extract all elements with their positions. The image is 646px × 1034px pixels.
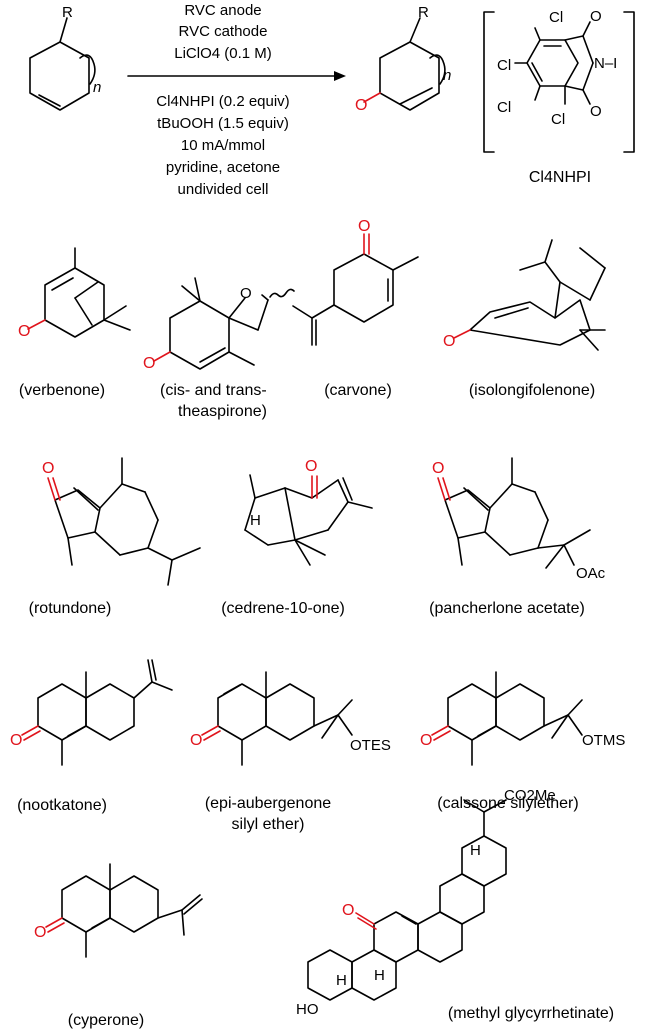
nootkatone-structure: O [10, 659, 173, 766]
product-enone: O R n [355, 4, 451, 114]
reaction-conditions-above: RVC anode RVC cathode LiClO4 (0.1 M) [174, 2, 272, 62]
catalyst-label: Cl4NHPI [529, 169, 591, 186]
pancherlone-structure: OAc O [432, 457, 606, 582]
glycyrrhetinate-h2: H [374, 967, 385, 984]
nootkatone-label: (nootkatone) [17, 797, 107, 814]
glycyrrhetinate-co2me: CO2Me [504, 787, 556, 804]
ring-index-n: n [93, 79, 101, 96]
aubergenone-label-2: silyl ether) [232, 816, 305, 833]
cyperone-label: (cyperone) [68, 1012, 144, 1029]
calssone-otms: OTMS [582, 732, 625, 749]
glycyrrhetinate-h3: H [470, 842, 481, 859]
carvone-structure: O [292, 218, 419, 346]
product-substituent-r: R [418, 4, 429, 21]
svg-text:O: O [34, 924, 46, 941]
svg-text:O: O [443, 333, 455, 350]
cedrenone-label: (cedrene-10-one) [221, 600, 345, 617]
pancherlone-oac: OAc [576, 565, 606, 582]
cl-left: Cl [497, 57, 511, 74]
condition-anode: RVC anode [184, 2, 261, 19]
glycyrrhetinate-structure: CO2Me O HO H H H [296, 787, 556, 1018]
reaction-conditions-below: Cl4NHPI (0.2 equiv) tBuOOH (1.5 equiv) 1… [156, 93, 289, 198]
isolongifolenone-label: (isolongifolenone) [469, 382, 595, 399]
condition-current: 10 mA/mmol [181, 137, 265, 154]
pancherlone-label: (pancherlone acetate) [429, 600, 585, 617]
svg-text:O: O [240, 285, 252, 302]
theaspirone-structure: O O [143, 277, 295, 372]
svg-text:O: O [432, 460, 444, 477]
condition-electrolyte: LiClO4 (0.1 M) [174, 45, 272, 62]
calssone-label: (calssone silylether) [437, 795, 578, 812]
product-ring-index-n: n [443, 67, 451, 84]
cedrenone-structure: H O [244, 458, 373, 566]
cl-top: Cl [549, 9, 563, 26]
rotundone-structure: O [42, 457, 201, 586]
verbenone-label: (verbenone) [19, 382, 105, 399]
svg-text:O: O [18, 323, 30, 340]
condition-cell: undivided cell [178, 181, 269, 198]
starting-material: R n [29, 4, 101, 111]
svg-text:H: H [250, 512, 261, 529]
substituent-r: R [62, 4, 73, 21]
svg-text:O: O [355, 97, 367, 114]
svg-text:O: O [143, 355, 155, 372]
aubergenone-label-1: (epi-aubergenone [205, 795, 331, 812]
cyperone-structure: O [34, 863, 203, 958]
cl-bottom: Cl [551, 111, 565, 128]
n-iodo: N–I [594, 55, 617, 72]
svg-text:O: O [420, 732, 432, 749]
svg-text:O: O [190, 732, 202, 749]
carvone-label: (carvone) [324, 382, 392, 399]
o-bottom: O [590, 103, 602, 120]
rotundone-label: (rotundone) [29, 600, 112, 617]
svg-text:O: O [305, 458, 317, 475]
o-top: O [590, 8, 602, 25]
aubergenone-structure: OTES O [190, 671, 391, 766]
svg-text:O: O [342, 902, 354, 919]
svg-text:O: O [42, 460, 54, 477]
calssone-structure: OTMS O [420, 671, 625, 766]
svg-text:O: O [10, 732, 22, 749]
aubergenone-otes: OTES [350, 737, 391, 754]
theaspirone-label-2: theaspirone) [178, 403, 267, 420]
condition-oxidant: tBuOOH (1.5 equiv) [157, 115, 289, 132]
condition-catalyst: Cl4NHPI (0.2 equiv) [156, 93, 289, 110]
cl-bottom-left: Cl [497, 99, 511, 116]
catalyst-structure: Cl Cl Cl Cl O O N–I Cl4NHPI [483, 8, 635, 186]
isolongifolenone-structure: O [443, 239, 606, 351]
svg-text:O: O [358, 218, 370, 235]
verbenone-structure: O [18, 247, 131, 340]
glycyrrhetinate-ho: HO [296, 1001, 319, 1018]
glycyrrhetinate-label: (methyl glycyrrhetinate) [448, 1005, 614, 1022]
theaspirone-label-1: (cis- and trans- [160, 382, 267, 399]
glycyrrhetinate-h1: H [336, 972, 347, 989]
reaction-arrow [127, 71, 346, 81]
condition-solvent: pyridine, acetone [166, 159, 280, 176]
condition-cathode: RVC cathode [179, 23, 268, 40]
